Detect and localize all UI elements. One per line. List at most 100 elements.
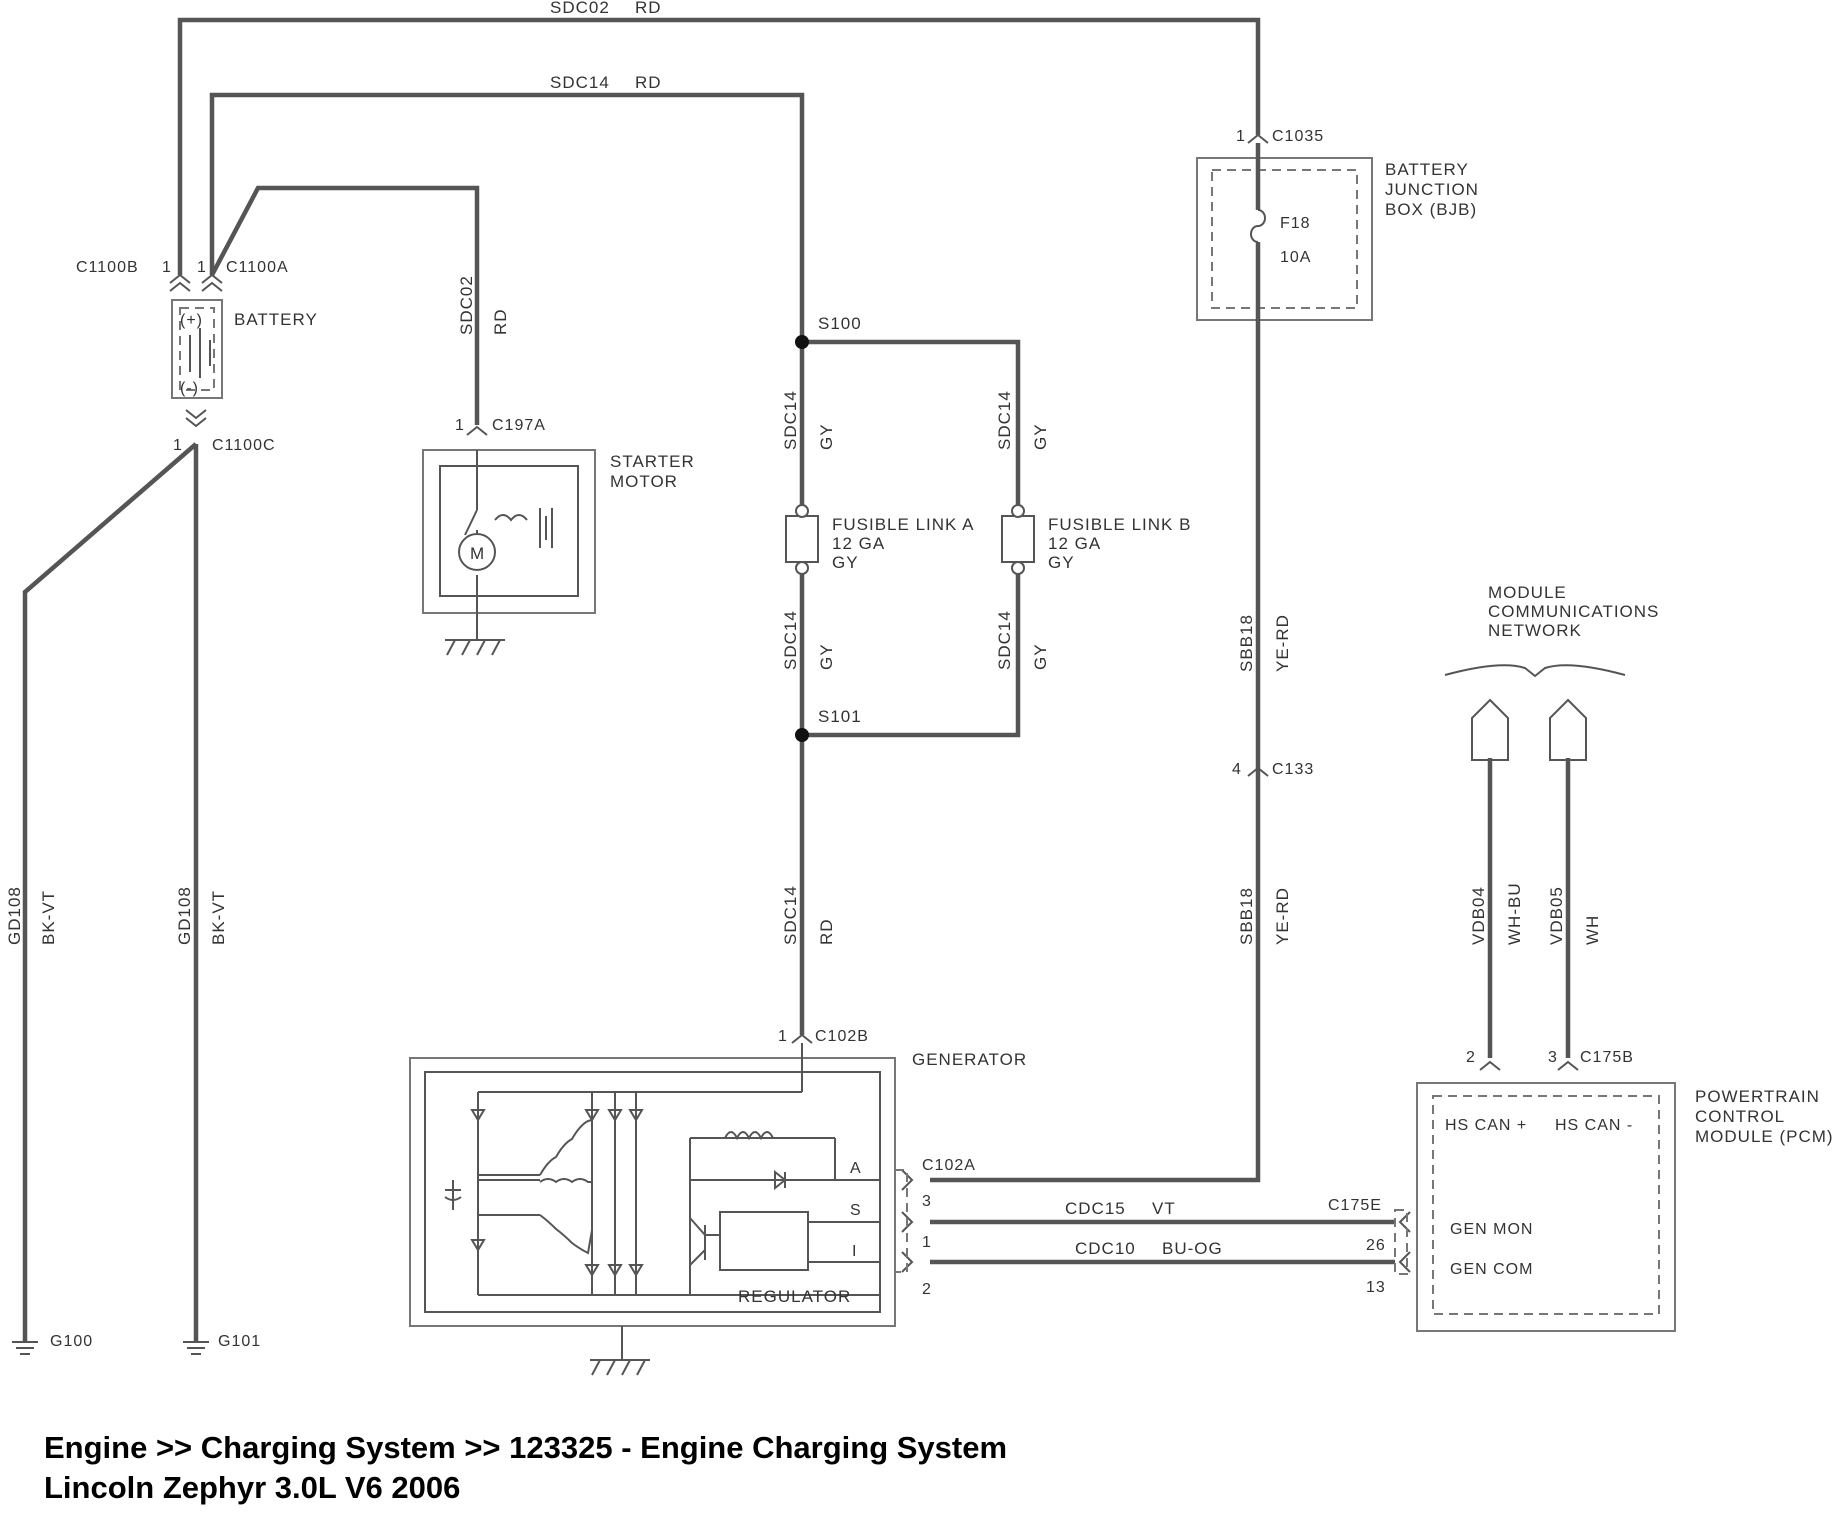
connector-c175b-label: C175B (1580, 1049, 1634, 1066)
ground-g101-symbol (183, 1341, 209, 1355)
wire-label-gen-mon-color: VT (1152, 1199, 1176, 1218)
wire-label-bjb-upper-color: YE-RD (1273, 614, 1292, 672)
fusible-b-line3: GY (1048, 553, 1075, 572)
wire-label-gen-mon-circuit: CDC15 (1065, 1199, 1126, 1218)
connector-c102a-label: C102A (922, 1157, 976, 1174)
wire-sdc14-top (209, 92, 805, 342)
starter-motor-circle (458, 533, 496, 571)
wire-label-gen-com-color: BU-OG (1162, 1239, 1223, 1258)
fusible-b-line2: 12 GA (1048, 534, 1101, 553)
wire-label-link-b-lower-color: GY (1031, 643, 1050, 670)
fusible-a-line2: 12 GA (832, 534, 885, 553)
bjb-fuse-rating: 10A (1280, 249, 1311, 266)
splice-s101-dot (795, 728, 809, 742)
wire-fusible-loop (799, 339, 1021, 738)
wire-label-ground-left-circuit: GD108 (5, 886, 24, 945)
connector-c102a-pin-1: 1 (922, 1234, 932, 1251)
starter-label-line2: MOTOR (610, 472, 678, 491)
connector-c133-pin: 4 (1232, 761, 1242, 778)
wire-sdc02-top (177, 17, 1261, 275)
connector-c175e-pin-13: 13 (1366, 1279, 1386, 1296)
connector-c175e-pin-26: 26 (1366, 1237, 1386, 1254)
battery-symbol (171, 299, 223, 399)
footer-title-line1: Engine >> Charging System >> 123325 - En… (44, 1430, 1007, 1465)
wire-label-can-plus-color: WH-BU (1505, 882, 1524, 945)
pcm-label-line2: CONTROL (1695, 1107, 1785, 1126)
wire-label-can-minus-color: WH (1583, 915, 1602, 945)
bjb-fuse-name: F18 (1280, 215, 1311, 232)
wire-label-gen-feed-circuit: SDC14 (781, 885, 800, 945)
bjb-box (1196, 143, 1373, 322)
ground-g101-label: G101 (218, 1333, 261, 1350)
fusible-a-line3: GY (832, 553, 859, 572)
connector-c102a-pin-3: 3 (922, 1193, 932, 1210)
connector-c1035-pin: 1 (1236, 128, 1246, 145)
starter-label-line1: STARTER (610, 452, 695, 471)
starter-motor-symbol (422, 449, 596, 656)
connector-c1035-label: C1035 (1272, 128, 1324, 145)
network-arrow-can-plus (1471, 698, 1509, 761)
network-label-line2: COMMUNICATIONS (1488, 602, 1659, 621)
wire-label-sdc02-top-circuit: SDC02 (550, 0, 610, 17)
wire-label-starter-circuit: SDC02 (457, 275, 476, 335)
pcm-label-line3: MODULE (PCM) (1695, 1127, 1832, 1146)
ground-g100-symbol (12, 1341, 38, 1355)
wire-label-link-b-lower-circuit: SDC14 (995, 610, 1014, 670)
wire-label-ground-right-color: BK-VT (209, 890, 228, 945)
wire-label-link-a-upper-color: GY (817, 423, 836, 450)
generator-terminal-s: S (850, 1202, 862, 1219)
wire-label-sdc14-top-circuit: SDC14 (550, 73, 610, 92)
wire-label-link-a-lower-circuit: SDC14 (781, 610, 800, 670)
wire-label-starter-color: RD (491, 308, 510, 335)
pcm-label-line1: POWERTRAIN (1695, 1087, 1820, 1106)
connector-c197a-pin: 1 (455, 417, 465, 434)
connector-c102b-pin: 1 (778, 1028, 788, 1045)
connector-c1100c-pin: 1 (173, 437, 183, 454)
connector-symbols (169, 133, 1579, 1273)
pcm-box (1394, 1082, 1676, 1332)
wire-label-sdc14-top-color: RD (635, 73, 662, 92)
wire-label-can-plus-circuit: VDB04 (1469, 886, 1488, 945)
fusible-link-b (1001, 504, 1035, 575)
bjb-label-line2: JUNCTION (1385, 180, 1479, 199)
pcm-gen-mon: GEN MON (1450, 1221, 1533, 1238)
connector-c197a-label: C197A (492, 417, 546, 434)
bjb-label-line1: BATTERY (1385, 160, 1469, 179)
wire-label-bjb-lower-circuit: SBB18 (1237, 887, 1256, 945)
pcm-can-plus: HS CAN + (1445, 1117, 1527, 1134)
wire-label-bjb-upper-circuit: SBB18 (1237, 614, 1256, 672)
starter-motor-m: M (470, 544, 485, 563)
wire-label-link-a-upper-circuit: SDC14 (781, 390, 800, 450)
wire-sdc02-starter (210, 185, 480, 425)
wire-label-link-b-upper-circuit: SDC14 (995, 390, 1014, 450)
wire-label-ground-right-circuit: GD108 (175, 886, 194, 945)
connector-c1100b-pin: 1 (162, 259, 172, 276)
network-arrow-can-minus (1549, 698, 1587, 761)
connector-c1100a-pin: 1 (197, 259, 207, 276)
connector-c175e-label: C175E (1328, 1197, 1382, 1214)
network-label-line1: MODULE (1488, 583, 1567, 602)
connector-c102b-label: C102B (815, 1028, 869, 1045)
wire-label-gen-feed-color: RD (817, 918, 836, 945)
wire-ground-left (22, 442, 198, 1342)
generator-terminal-a: A (850, 1160, 862, 1177)
fusible-link-a (785, 504, 819, 575)
regulator-label: REGULATOR (738, 1287, 851, 1306)
wire-bjb-to-generator (930, 322, 1261, 1183)
splice-s100: S100 (818, 314, 862, 333)
generator-label: GENERATOR (912, 1050, 1027, 1069)
connector-c175b-pin-2: 2 (1466, 1049, 1476, 1066)
connector-c175b-pin-3: 3 (1548, 1049, 1558, 1066)
footer-title-line2: Lincoln Zephyr 3.0L V6 2006 (44, 1470, 460, 1505)
fusible-a-line1: FUSIBLE LINK A (832, 515, 975, 534)
wire-label-gen-com-circuit: CDC10 (1075, 1239, 1136, 1258)
connector-c102a-pin-2: 2 (922, 1281, 932, 1298)
wire-label-link-b-upper-color: GY (1031, 423, 1050, 450)
generator-box (409, 1043, 908, 1376)
connector-c1100a-label: C1100A (226, 259, 289, 276)
pcm-gen-com: GEN COM (1450, 1261, 1533, 1278)
wire-label-can-minus-circuit: VDB05 (1547, 886, 1566, 945)
pcm-can-minus: HS CAN - (1555, 1117, 1633, 1134)
connector-c1100b-label: C1100B (76, 259, 139, 276)
battery-label: BATTERY (234, 310, 318, 329)
